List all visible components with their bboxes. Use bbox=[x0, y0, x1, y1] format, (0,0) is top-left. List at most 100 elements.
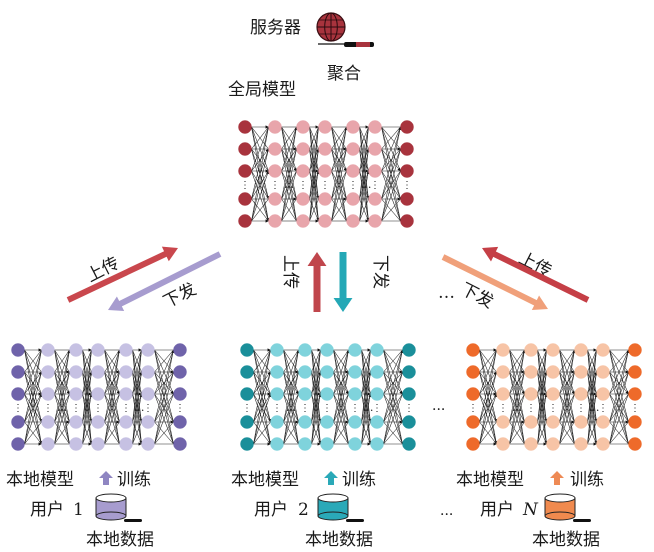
global-model-io-node bbox=[400, 192, 414, 206]
global-model-hidden-node bbox=[346, 192, 360, 206]
client-1-model-hidden-node bbox=[41, 415, 55, 429]
client-n-model-horizontal-ellipsis: … bbox=[512, 401, 523, 414]
client-1-model-hidden-node bbox=[141, 415, 155, 429]
client-n-model-link bbox=[587, 349, 597, 373]
client-2-model-link bbox=[311, 349, 321, 373]
client-n-model-vertical-ellipsis: ⋮ bbox=[598, 403, 608, 414]
client-1-model-io-node bbox=[11, 365, 25, 379]
client-n-model-link bbox=[537, 421, 547, 445]
client-1-model-hidden-node bbox=[41, 387, 55, 401]
global-model-io-node bbox=[238, 192, 252, 206]
client-n-train-arrow-icon bbox=[550, 471, 564, 485]
global-model-label: 全局模型 bbox=[228, 80, 296, 100]
global-model-hidden-node bbox=[346, 120, 360, 134]
global-model-link bbox=[309, 148, 319, 172]
client-n-model-link bbox=[559, 371, 575, 395]
global-model-hidden-node bbox=[296, 164, 310, 178]
client-n-model-vertical-ellipsis: ⋮ bbox=[576, 403, 586, 414]
client-1-model-io-node bbox=[11, 387, 25, 401]
client-1-model-io-node bbox=[173, 365, 187, 379]
client-1-model-link bbox=[82, 421, 92, 445]
global-model-link bbox=[281, 148, 297, 172]
global-model-link bbox=[281, 126, 297, 172]
client-2-model-link bbox=[361, 349, 371, 373]
client-1-model-link bbox=[82, 393, 93, 445]
client-n-model-link bbox=[479, 371, 497, 395]
client-2-model-hidden-node bbox=[298, 437, 312, 451]
global-model-link bbox=[381, 148, 401, 222]
client-2-database-top-icon bbox=[317, 493, 349, 503]
global-model-hidden-node bbox=[296, 214, 310, 228]
global-model-hidden-node bbox=[268, 214, 282, 228]
client-n-model-link bbox=[559, 349, 576, 423]
client-n-model-vertical-ellipsis: ⋮ bbox=[526, 403, 536, 414]
global-model-link bbox=[281, 126, 298, 200]
client-2-model-hidden-node bbox=[370, 437, 384, 451]
client-n-model-link bbox=[479, 421, 497, 445]
client-2-model-hidden-node bbox=[370, 365, 384, 379]
client-2-model-link bbox=[283, 349, 299, 395]
global-model-link bbox=[251, 126, 269, 150]
client-1-model-horizontal-ellipsis: … bbox=[134, 401, 145, 414]
client-2-model-link bbox=[283, 349, 299, 445]
client-1-model-hidden-node bbox=[91, 365, 105, 379]
global-model-vertical-ellipsis: ⋮ bbox=[402, 180, 412, 191]
client-2-model-hidden-node bbox=[348, 387, 362, 401]
client-n-database-cable-icon bbox=[573, 519, 591, 522]
client-1-model-link bbox=[24, 349, 42, 373]
client-2-model-link bbox=[311, 393, 322, 445]
client-2-model-hidden-node bbox=[270, 387, 284, 401]
global-model-hidden-node bbox=[318, 142, 332, 156]
client-1-model-link bbox=[104, 349, 121, 423]
global-model-link bbox=[331, 148, 347, 222]
global-model-link bbox=[281, 126, 297, 150]
client-2-model-io-node bbox=[240, 365, 254, 379]
client-1-model-hidden-node bbox=[141, 437, 155, 451]
client-1-model-link bbox=[82, 371, 92, 445]
client-1-user-index: 1 bbox=[73, 500, 84, 520]
global-model-vertical-ellipsis: ⋮ bbox=[270, 180, 280, 191]
client-1-model-hidden-node bbox=[91, 387, 105, 401]
client-n-model-link bbox=[537, 371, 547, 395]
client-1-model-link bbox=[132, 349, 142, 373]
client-n-model-link bbox=[509, 371, 525, 445]
client-2-model-link bbox=[383, 349, 404, 423]
client-n-model-io-node bbox=[466, 387, 480, 401]
client-1-model-link bbox=[154, 349, 174, 373]
global-model-link bbox=[309, 126, 319, 222]
client-n-model-link bbox=[559, 349, 575, 445]
global-model-link bbox=[251, 170, 270, 222]
global-model-link bbox=[281, 126, 297, 222]
global-model-link bbox=[331, 126, 348, 200]
global-model-io-node bbox=[400, 214, 414, 228]
client-2-model-link bbox=[333, 349, 349, 445]
global-model-link bbox=[281, 148, 297, 222]
client-2-model-hidden-node bbox=[348, 365, 362, 379]
client-1-data-label: 本地数据 bbox=[86, 530, 154, 550]
client-1-model-hidden-node bbox=[41, 437, 55, 451]
client-n-database-bottom-icon bbox=[544, 511, 576, 521]
client-n-model-link bbox=[559, 349, 575, 373]
global-model-link bbox=[359, 126, 369, 172]
global-model-vertical-ellipsis: ⋮ bbox=[298, 180, 308, 191]
global-model-link bbox=[359, 126, 369, 200]
client-n-model-link bbox=[587, 349, 597, 445]
client-1-model-link bbox=[132, 349, 142, 423]
client-2-model-link bbox=[361, 421, 371, 445]
global-model-link bbox=[251, 126, 269, 172]
client-1-model-hidden-node bbox=[119, 343, 133, 357]
client-2-model-hidden-node bbox=[320, 437, 334, 451]
global-model-hidden-node bbox=[296, 192, 310, 206]
client-1-model-link bbox=[104, 349, 120, 395]
client-2-database-cable-icon bbox=[346, 519, 364, 522]
client-2-model-link bbox=[333, 349, 349, 373]
client-2-model-io-node bbox=[402, 437, 416, 451]
client-n-model-label: 本地模型 bbox=[456, 470, 524, 490]
global-model-link bbox=[331, 198, 347, 222]
client-n-model-hidden-node bbox=[574, 415, 588, 429]
client-1-model-link bbox=[54, 349, 70, 373]
client-n-model-io-node bbox=[466, 437, 480, 451]
client-2-model-hidden-node bbox=[370, 343, 384, 357]
